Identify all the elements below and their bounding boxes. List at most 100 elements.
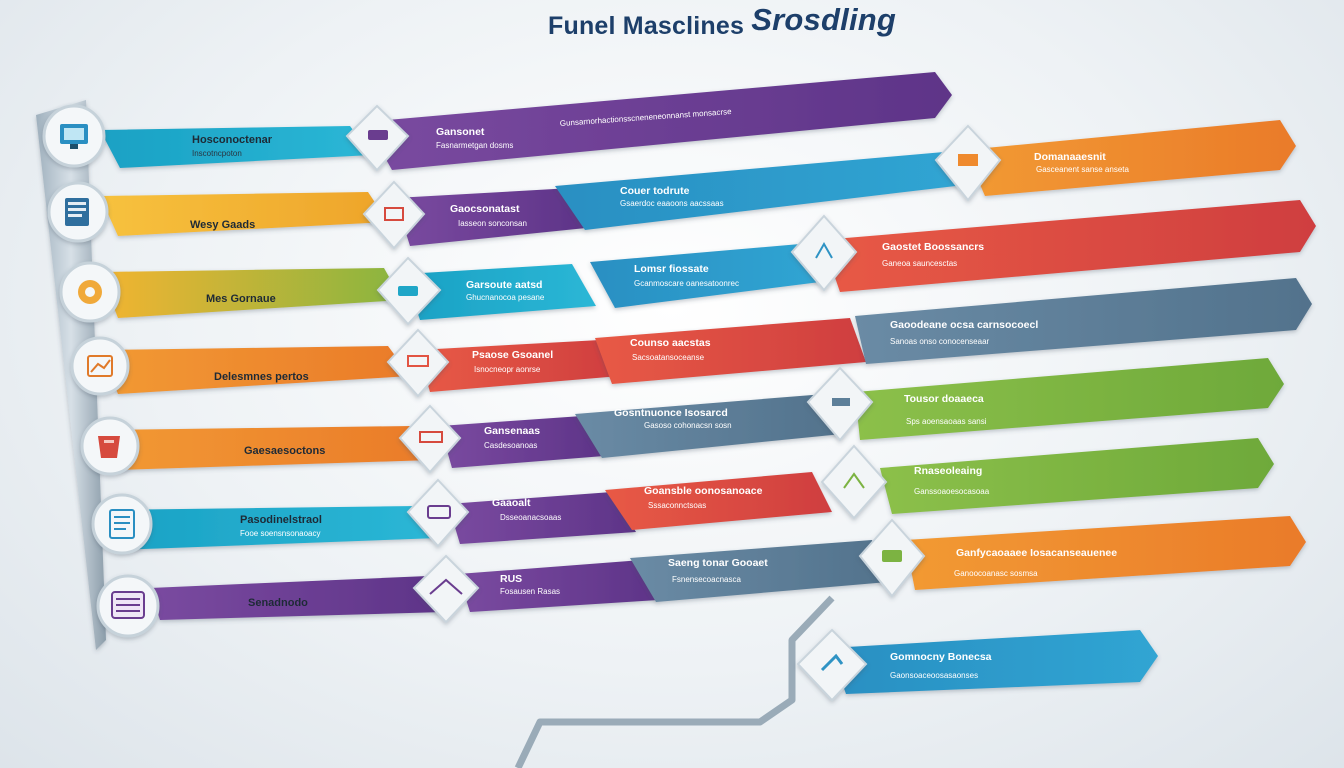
title-script: Srosdling [751, 2, 897, 37]
row-6-right-sub: Ganssoaoesocasoaa [914, 487, 990, 496]
row-5 [100, 358, 1284, 470]
row-4-right-label: Gaoodeane ocsa carnsocoecl [890, 319, 1038, 331]
row-2-mid-label: Gaocsonatast [450, 203, 520, 215]
row-7-mid-label: RUS [500, 573, 522, 585]
row-3-right-label: Gaostet Boossancrs [882, 241, 984, 253]
badge-7 [96, 574, 160, 638]
ticket-icon [419, 431, 443, 443]
page-icon [109, 509, 135, 539]
diamond-5 [398, 404, 462, 474]
row-5-far-sub: Gasoso cohonacsn sosn [644, 421, 732, 430]
row-1-mid-label: Gansonet [436, 126, 485, 138]
row-4-left-ribbon [100, 346, 410, 394]
row-6-left-sub: Fooe soensnsonaoacy [240, 529, 321, 538]
title-main: Funel Masclines [548, 12, 745, 40]
file-icon [427, 505, 451, 519]
row-4-right-ribbon [855, 278, 1312, 364]
row-3-mid-ribbon [405, 264, 596, 320]
row-6-far-label: Goansble oonosanoace [644, 485, 763, 497]
row-7-right-label: Ganfycaoaaee Iosacanseauenee [956, 547, 1117, 559]
row-4-far-ribbon [595, 318, 866, 384]
row-7-left-ribbon [150, 576, 444, 620]
growth-icon [843, 472, 865, 489]
card-icon [368, 130, 388, 140]
row-3-mid-label: Garsoute aatsd [466, 279, 542, 291]
row-2-right-label: Domanaaesnit [1034, 151, 1106, 163]
row-2 [100, 120, 1296, 246]
row-1-mid-ribbon [365, 72, 952, 170]
row-3-left-label: Mes Gornaue [206, 293, 276, 305]
badge-2 [47, 181, 109, 243]
list-icon [111, 591, 145, 619]
connector-pipe [514, 595, 835, 768]
row-6 [100, 438, 1274, 550]
diamond-12 [858, 518, 926, 598]
diamond-7 [412, 554, 480, 624]
diamond-13 [796, 628, 868, 702]
row-7 [150, 516, 1306, 620]
row-1 [100, 72, 952, 170]
row-5-left-ribbon [100, 426, 432, 470]
row-5-mid-sub: Casdesoanoas [484, 441, 537, 450]
row-3-far-sub: Gcanmoscare oanesatoonrec [634, 279, 739, 288]
row-2-left-ribbon [100, 192, 388, 236]
diamond-badges [345, 104, 1002, 702]
circle-badges [42, 104, 160, 638]
diamond-10 [806, 366, 874, 442]
row-6-far-ribbon [605, 472, 832, 530]
row-8-right-ribbon [830, 630, 1158, 694]
row-2-right-sub: Gasceanent sanse anseta [1036, 165, 1130, 174]
row-2-far-sub: Gsaerdoc eaaoons aacssaas [620, 199, 724, 208]
row-3-left-ribbon [100, 268, 402, 318]
diamond-9 [790, 214, 858, 292]
page-title: Funel Masclines Srosdling [548, 2, 896, 42]
row-3-right-ribbon [822, 200, 1316, 292]
row-4-mid-label: Psaose Gsoanel [472, 349, 553, 361]
diamond-11 [820, 444, 888, 520]
row-6-left-ribbon [100, 506, 438, 550]
row-1-left-label: Hosconoctenar [192, 134, 273, 146]
row-6-mid-ribbon [448, 492, 636, 544]
row-5-far-ribbon [575, 394, 842, 458]
row-7-right-sub: Ganoocoanasc sosmsa [954, 569, 1038, 578]
gear-icon [78, 280, 102, 304]
row-4-far-label: Counso aacstas [630, 337, 711, 349]
row-7-mid-sub: Fosausen Rasas [500, 587, 560, 596]
tag-icon [398, 286, 418, 296]
row-5-mid-label: Gansenaas [484, 425, 540, 437]
diamond-1 [345, 104, 410, 172]
row-4-left-label: Delesmnes pertos [214, 371, 309, 383]
bookmark-icon [832, 398, 850, 406]
document-icon [65, 198, 89, 226]
row-7-far-sub: Fsnensecoacnasca [672, 575, 741, 584]
row-7-right-ribbon [905, 516, 1306, 590]
badge-4 [70, 336, 130, 396]
row-5-left-label: Gaesaesoctons [244, 445, 325, 457]
row-2-mid-ribbon [395, 188, 586, 246]
check-icon [820, 653, 844, 672]
row-1-left-sub: Inscotncpoton [192, 149, 242, 158]
row-2-mid-sub: Iasseon sonconsan [458, 219, 527, 228]
row-1-left-ribbon [100, 126, 372, 168]
row-4 [100, 278, 1312, 394]
monitor-icon [60, 124, 88, 149]
row-6-left-label: Pasodinelstraol [240, 514, 322, 526]
note-icon [384, 207, 404, 221]
price-icon [958, 154, 978, 166]
row-4-mid-ribbon [418, 340, 620, 392]
row-3-mid-sub: Ghucnanocoa pesane [466, 293, 545, 302]
badge-3 [59, 261, 121, 323]
row-4-mid-sub: Isnocneopr aonrse [474, 365, 541, 374]
row-6-mid-sub: Dsseoanacsoaas [500, 513, 561, 522]
cart-icon [882, 550, 902, 562]
diamond-4 [386, 328, 450, 398]
row-5-right-sub: Sps aoensaoaas sansi [906, 417, 987, 426]
badge-1 [42, 104, 106, 168]
row-5-right-label: Tousor doaaeca [904, 393, 984, 405]
row-2-right-ribbon [965, 120, 1296, 196]
chart-icon [87, 355, 113, 377]
row-7-far-label: Saeng tonar Gooaet [668, 557, 768, 569]
cup-icon [98, 436, 120, 458]
row-7-far-ribbon [630, 540, 888, 602]
